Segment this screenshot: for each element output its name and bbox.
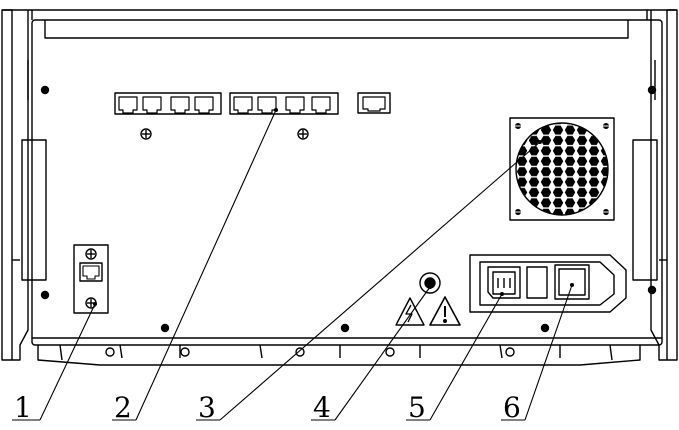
left-side-bracket (1, 9, 47, 361)
callout-label-5: 5 (408, 391, 426, 424)
power-inlet-socket (487, 266, 521, 299)
cooling-fan-grille (509, 117, 615, 221)
callout-label-4: 4 (313, 391, 331, 424)
callout-label-3: 3 (198, 391, 216, 424)
callout-label-2: 2 (114, 391, 132, 424)
callout-label-1: 1 (14, 391, 32, 424)
rear-panel (31, 19, 663, 346)
callout-leaders (12, 109, 573, 421)
power-switch (554, 264, 590, 300)
single-network-port (357, 92, 391, 114)
callout-label-6: 6 (503, 391, 521, 424)
screw-icon (40, 85, 657, 333)
electric-shock-warning-icon (395, 297, 425, 326)
top-rail (31, 9, 648, 39)
ground-terminal-icon (419, 272, 441, 294)
power-inlet-module (469, 254, 627, 313)
hazard-warning-icon (429, 296, 461, 326)
base-feet (37, 344, 641, 366)
right-side-bracket (632, 9, 678, 361)
auxiliary-network-module (73, 244, 109, 314)
network-port-block-left (114, 92, 222, 140)
network-port-block-right (229, 92, 339, 140)
